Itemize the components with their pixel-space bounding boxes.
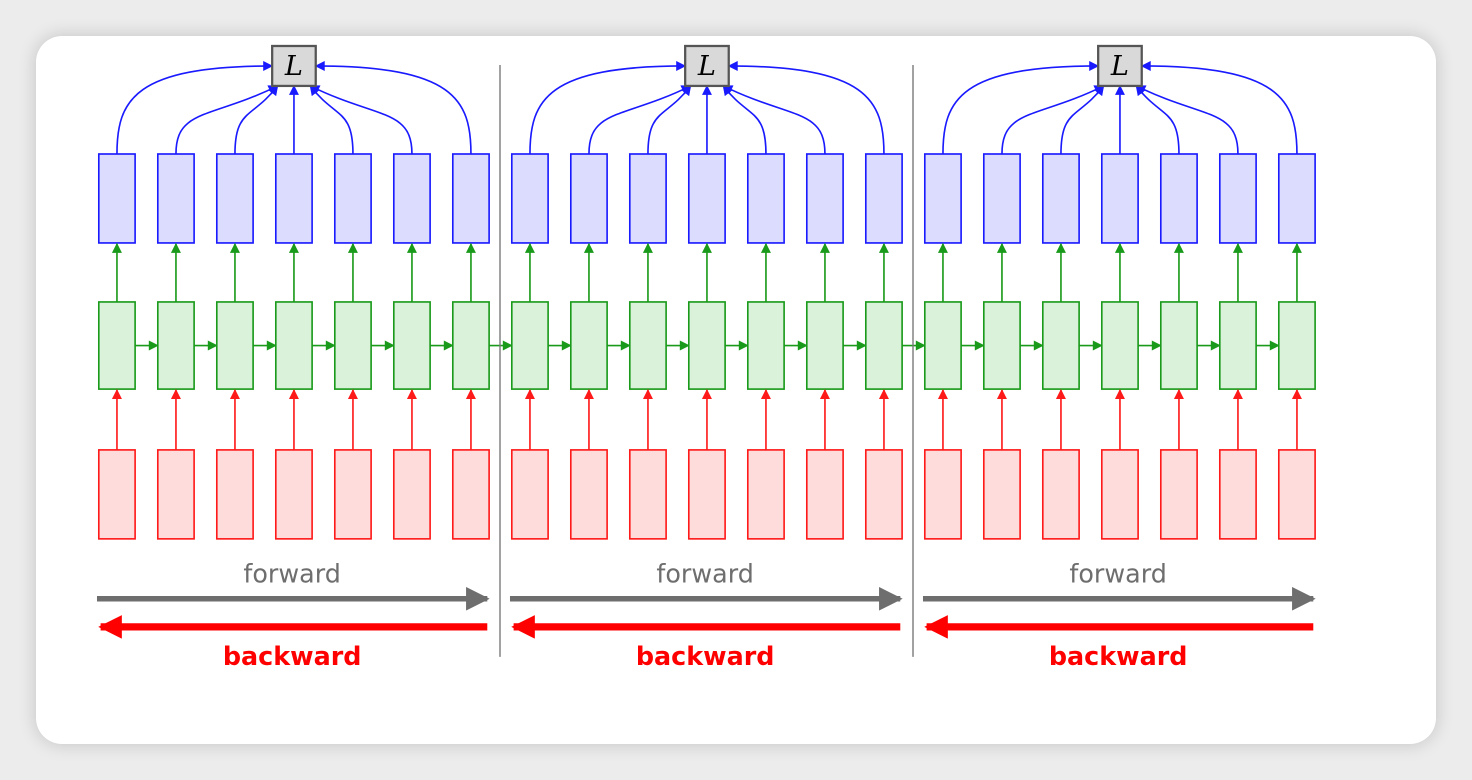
loss-node <box>684 44 730 88</box>
loss-node <box>271 44 317 88</box>
input-node <box>333 449 372 540</box>
hidden-state-node <box>1041 301 1080 390</box>
input-node <box>628 449 667 540</box>
hidden-state-node <box>569 301 608 390</box>
output-to-loss-edge <box>116 60 274 155</box>
input-node <box>451 449 490 540</box>
input-node <box>746 449 785 540</box>
output-node <box>97 153 136 244</box>
output-node <box>156 153 195 244</box>
hidden-state-node <box>628 301 667 390</box>
output-node <box>864 153 903 244</box>
hidden-state-node <box>1159 301 1198 390</box>
input-node <box>510 449 549 540</box>
hidden-state-node <box>97 301 136 390</box>
input-node <box>982 449 1021 540</box>
hidden-state-node <box>156 301 195 390</box>
output-to-loss-edge <box>588 85 692 155</box>
output-node <box>1159 153 1198 244</box>
hidden-state-node <box>392 301 431 390</box>
output-to-loss-edge <box>722 85 767 155</box>
output-to-loss-edge <box>942 60 1100 155</box>
output-node <box>1100 153 1139 244</box>
output-node <box>982 153 1021 244</box>
output-node <box>333 153 372 244</box>
input-node <box>864 449 903 540</box>
output-node <box>805 153 844 244</box>
input-node <box>1159 449 1198 540</box>
output-node <box>746 153 785 244</box>
output-to-loss-edge <box>1135 85 1239 155</box>
output-to-loss-edge <box>529 60 687 155</box>
output-node <box>510 153 549 244</box>
backward-label: backward <box>223 641 362 671</box>
input-node <box>569 449 608 540</box>
input-node <box>156 449 195 540</box>
backward-label: backward <box>636 641 775 671</box>
output-node <box>923 153 962 244</box>
hidden-state-node <box>1218 301 1257 390</box>
output-node <box>569 153 608 244</box>
hidden-state-node <box>510 301 549 390</box>
output-to-loss-edge <box>234 85 279 155</box>
output-node <box>392 153 431 244</box>
output-to-loss-edge <box>647 85 692 155</box>
output-to-loss-edge <box>727 60 885 155</box>
hidden-state-node <box>215 301 254 390</box>
output-to-loss-edge <box>1001 85 1105 155</box>
input-node <box>1218 449 1257 540</box>
hidden-state-node <box>1277 301 1316 390</box>
output-node <box>628 153 667 244</box>
output-node <box>1277 153 1316 244</box>
input-node <box>923 449 962 540</box>
loss-label: L <box>1110 51 1129 82</box>
loss-label: L <box>284 51 303 82</box>
output-node <box>274 153 313 244</box>
output-to-loss-edge <box>314 60 472 155</box>
hidden-state-node <box>923 301 962 390</box>
forward-label: forward <box>1069 558 1166 588</box>
hidden-state-node <box>687 301 726 390</box>
output-to-loss-edge <box>175 85 279 155</box>
hidden-state-node <box>746 301 785 390</box>
input-node <box>805 449 844 540</box>
forward-label: forward <box>243 558 340 588</box>
output-node <box>687 153 726 244</box>
output-node <box>1218 153 1257 244</box>
output-to-loss-edge <box>1140 60 1298 155</box>
input-node <box>1277 449 1316 540</box>
output-node <box>215 153 254 244</box>
output-to-loss-edge <box>309 85 354 155</box>
hidden-state-node <box>333 301 372 390</box>
input-node <box>687 449 726 540</box>
output-to-loss-edge <box>1135 85 1180 155</box>
backward-label: backward <box>1049 641 1188 671</box>
input-node <box>97 449 136 540</box>
input-node <box>1041 449 1080 540</box>
hidden-state-node <box>805 301 844 390</box>
output-to-loss-edge <box>309 85 413 155</box>
hidden-state-node <box>982 301 1021 390</box>
input-node <box>1100 449 1139 540</box>
hidden-state-node <box>864 301 903 390</box>
hidden-state-node <box>451 301 490 390</box>
output-to-loss-edge <box>722 85 826 155</box>
forward-label: forward <box>656 558 753 588</box>
hidden-state-node <box>1100 301 1139 390</box>
loss-node <box>1097 44 1143 88</box>
output-node <box>1041 153 1080 244</box>
output-node <box>451 153 490 244</box>
loss-label: L <box>697 51 716 82</box>
input-node <box>215 449 254 540</box>
output-to-loss-edge <box>1060 85 1105 155</box>
hidden-state-node <box>274 301 313 390</box>
input-node <box>274 449 313 540</box>
input-node <box>392 449 431 540</box>
